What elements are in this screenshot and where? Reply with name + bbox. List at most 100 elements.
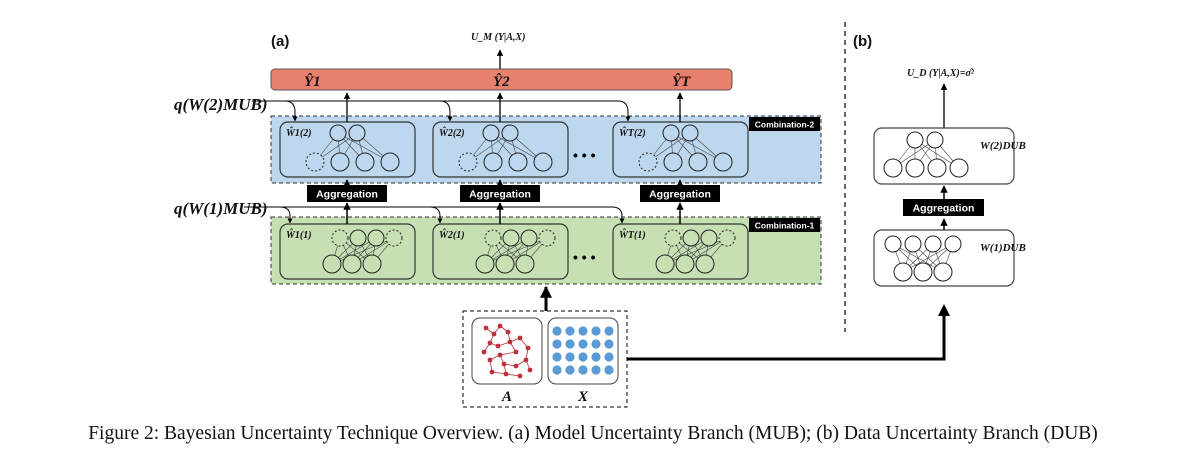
dub-neuron [924, 235, 942, 253]
dub-neuron [927, 158, 947, 178]
dub-networks [883, 131, 969, 282]
feature-dot [591, 339, 601, 349]
neuron [688, 152, 708, 172]
feature-dot [552, 352, 562, 362]
graph-node [487, 357, 493, 363]
neuron [663, 152, 683, 172]
edge [664, 237, 728, 265]
combination-1-tag [749, 218, 820, 232]
combination-1-label: Combination-1 [755, 221, 815, 231]
neuron [495, 254, 515, 274]
aggregation-block-2 [460, 185, 540, 202]
feature-dot [565, 326, 575, 336]
neuron [385, 229, 403, 247]
neuron [718, 229, 736, 247]
weight-label: ŴT(1) [619, 228, 646, 241]
combination-2-label: Combination-2 [755, 120, 815, 130]
output-y1: Ŷ1 [304, 73, 321, 90]
dub-neuron [949, 158, 969, 178]
neuron [330, 152, 350, 172]
neuron [362, 254, 382, 274]
feature-dot [552, 339, 562, 349]
q-arrow-3 [252, 100, 631, 122]
graph-node [501, 361, 507, 367]
neuron [342, 254, 362, 274]
q-arrow-6 [244, 206, 625, 224]
mub-networks: Ŵ1(2)Ŵ2(2)ŴT(2)Ŵ1(1)Ŵ2(1)ŴT(1) [279, 121, 749, 280]
feature-dot [604, 326, 614, 336]
panel-b-label: (b) [853, 33, 872, 50]
weight-label: ŴT(2) [619, 126, 646, 139]
ellipsis-layer-1: • • • [573, 249, 596, 265]
neuron [638, 152, 658, 172]
feature-dot [552, 365, 562, 375]
dub-neuron [913, 262, 933, 282]
neuron [664, 229, 682, 247]
neuron [520, 229, 538, 247]
network-layer-1-3: ŴT(1) [612, 223, 749, 280]
neuron [380, 152, 400, 172]
graph-node [503, 371, 509, 377]
neuron [662, 124, 680, 142]
edge [337, 132, 391, 163]
neuron [502, 229, 520, 247]
q-w1-mub-label: q(W(1)MUB) [174, 199, 268, 218]
graph-node [483, 325, 489, 331]
output-bar [270, 68, 733, 91]
w1-dub-label: W(1)DUB [980, 242, 1026, 254]
graph-node [527, 367, 533, 373]
network-layer-1-1: Ŵ1(1) [279, 223, 416, 280]
q-arrows [244, 100, 631, 224]
feature-dot [604, 339, 614, 349]
graph-node [491, 331, 497, 337]
graph-node [481, 349, 487, 355]
graph-node [513, 349, 519, 355]
neuron [458, 152, 478, 172]
feature-dot [591, 352, 601, 362]
feature-dot [578, 352, 588, 362]
input-to-dub-connector [627, 315, 946, 361]
dub-neuron [884, 235, 902, 253]
output-yt: ŶT [672, 73, 691, 90]
dub-neuron [926, 131, 944, 149]
graph-node [517, 335, 523, 341]
neuron [349, 229, 367, 247]
graph-edge [499, 351, 517, 356]
network-layer-1-2: Ŵ2(1) [432, 223, 569, 280]
edge [490, 132, 544, 163]
neuron [501, 124, 519, 142]
feature-dot [604, 365, 614, 375]
neuron [329, 124, 347, 142]
graph-node [507, 339, 513, 345]
edge [484, 237, 548, 265]
edge [670, 132, 724, 163]
aggregation-label-1: Aggregation [316, 189, 378, 201]
feature-dot [552, 326, 562, 336]
adjacency-box [471, 317, 543, 385]
graph-node [513, 363, 519, 369]
graph-node [525, 345, 531, 351]
network-layer-2-3: ŴT(2) [612, 121, 749, 178]
weight-label: Ŵ1(1) [286, 228, 312, 241]
graph-node [495, 343, 501, 349]
input-to-dub-arrowhead [938, 304, 950, 316]
neuron [700, 229, 718, 247]
feature-dot [578, 326, 588, 336]
weight-label: Ŵ2(1) [439, 228, 465, 241]
neuron [331, 229, 349, 247]
output-y2: Ŷ2 [493, 73, 510, 90]
feature-dot [604, 352, 614, 362]
neuron [675, 254, 695, 274]
aggregation-block-3 [640, 185, 720, 202]
weight-label: Ŵ2(2) [439, 126, 465, 139]
graph-node [487, 340, 493, 346]
input-a-label: A [501, 389, 512, 405]
graph-node [497, 352, 503, 358]
q-w2-mub-label: q(W(2)MUB) [174, 95, 268, 114]
graph-node [517, 373, 523, 379]
feature-matrix-icon [552, 326, 614, 375]
panel-a-label: (a) [271, 33, 289, 50]
neuron [482, 124, 500, 142]
dub-aggregation-label: Aggregation [913, 203, 975, 215]
